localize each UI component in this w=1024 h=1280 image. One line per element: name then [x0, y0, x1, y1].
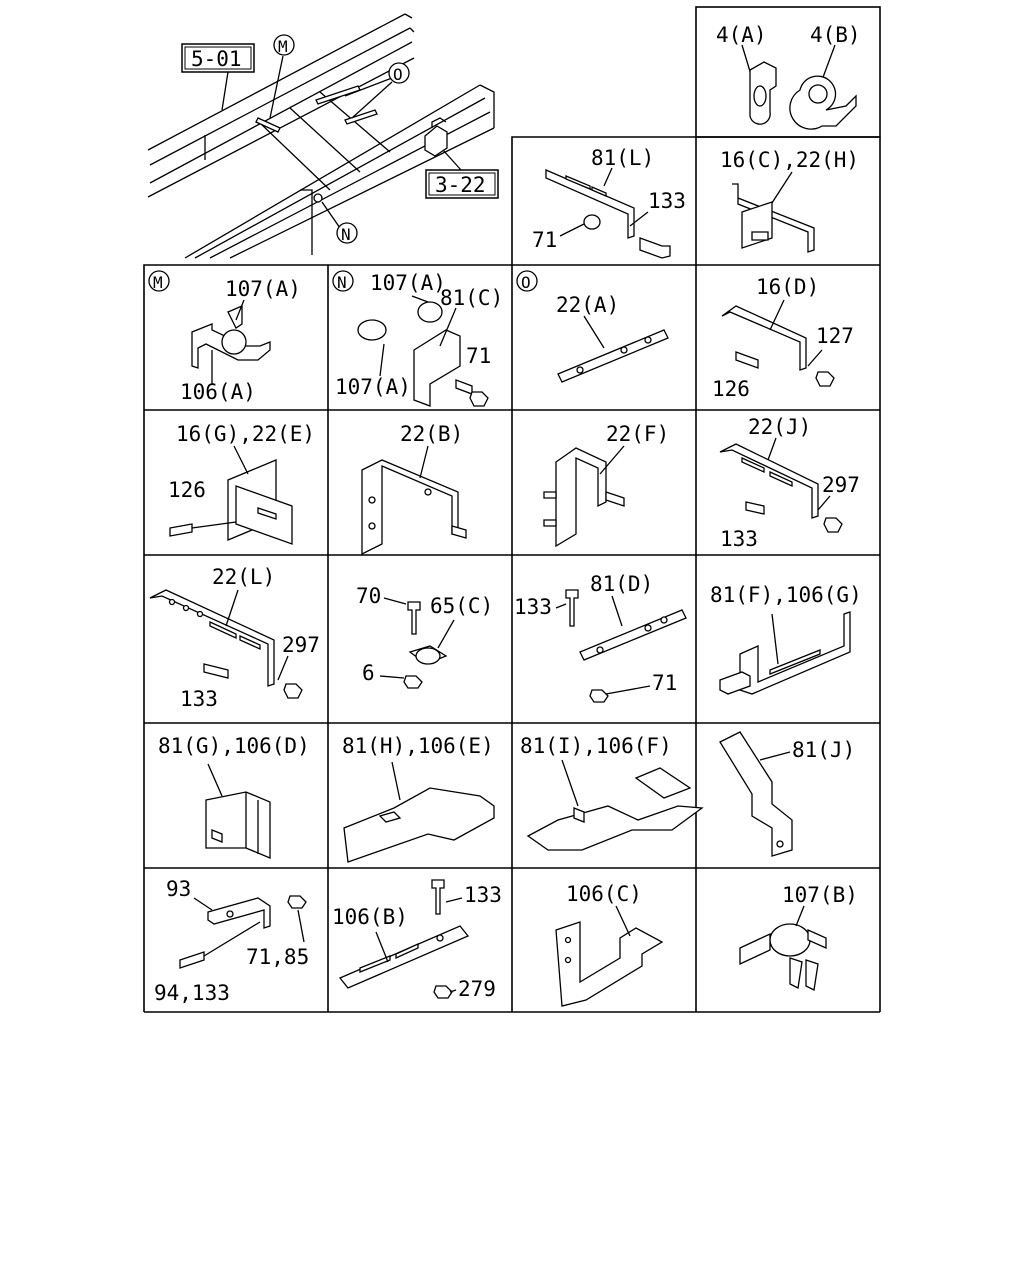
- label-81D-bolt: 133: [514, 595, 552, 619]
- label-93-nut: 71,85: [246, 945, 309, 969]
- label-81F: 81(F),106(G): [710, 583, 862, 607]
- label-93: 93: [166, 877, 191, 901]
- cell-M: M 107(A) 106(A): [148, 270, 301, 404]
- label-16D: 16(D): [756, 275, 819, 299]
- cell-N: N 107(A) 81(C) 71 107(A): [332, 270, 503, 407]
- cell-bracket-81L: 81(L) 133 71: [532, 146, 686, 259]
- label-22J: 22(J): [748, 415, 811, 439]
- label-22J-nut: 297: [822, 473, 860, 497]
- grid-lines: [143, 6, 881, 1013]
- label-106C: 106(C): [566, 882, 642, 906]
- frame-callouts: 5-01 3-22 M O N: [181, 34, 499, 244]
- label-81D: 81(D): [590, 572, 653, 596]
- label-81J: 81(J): [792, 738, 855, 762]
- label-n-bracket: 81(C): [440, 286, 503, 310]
- label-93-bolt: 94,133: [154, 981, 230, 1005]
- label-16D-bolt: 126: [712, 377, 750, 401]
- label-107B: 107(B): [782, 883, 858, 907]
- cell-clips-4: 4(A) 4(B): [716, 23, 861, 130]
- label-81L-washer: 71: [532, 228, 557, 252]
- label-16D-nut: 127: [816, 324, 854, 348]
- cell-o-marker: O: [521, 273, 531, 292]
- label-16G-bolt: 126: [168, 478, 206, 502]
- cell-bracket-16C: 16(C),22(H): [720, 148, 859, 253]
- label-81L: 81(L): [591, 146, 654, 170]
- label-22J-bolt: 133: [720, 527, 758, 551]
- label-4a: 4(A): [716, 23, 767, 47]
- label-81G: 81(G),106(D): [158, 734, 310, 758]
- cell-bracket-106B: 106(B) 133 279: [332, 879, 502, 1001]
- cell-bracket-22B: 22(B): [361, 422, 467, 556]
- ref-frame-label: 5-01: [191, 47, 242, 71]
- label-22L-nut: 297: [282, 633, 320, 657]
- cell-n-marker: N: [337, 273, 347, 292]
- label-106B: 106(B): [332, 905, 408, 929]
- label-22L-bolt: 133: [180, 687, 218, 711]
- marker-m: M: [278, 37, 288, 56]
- label-n-clip-left: 107(A): [335, 375, 411, 399]
- label-81D-nut: 71: [652, 671, 677, 695]
- label-n-nut: 71: [466, 344, 491, 368]
- label-106B-bolt: 133: [464, 883, 502, 907]
- label-22B: 22(B): [400, 422, 463, 446]
- label-16C: 16(C),22(H): [720, 148, 859, 172]
- label-m-bracket: 106(A): [180, 380, 256, 404]
- cell-bracket-106C: 106(C): [555, 882, 664, 1007]
- cell-bracket-22J: 22(J) 297 133: [719, 415, 860, 551]
- ref-bracket-label: 3-22: [435, 173, 486, 197]
- label-65C-nut: 6: [362, 661, 375, 685]
- cell-bracket-93: 93 71,85 94,133: [154, 877, 309, 1005]
- cell-bracket-81H: 81(H),106(E): [342, 734, 495, 863]
- label-65C-bolt: 70: [356, 584, 381, 608]
- cell-bracket-22F: 22(F): [543, 422, 669, 548]
- label-81L-bolt: 133: [648, 189, 686, 213]
- cell-bracket-16G: 16(G),22(E) 126: [168, 422, 315, 545]
- label-22A: 22(A): [556, 293, 619, 317]
- label-81H: 81(H),106(E): [342, 734, 494, 758]
- label-n-clip-top: 107(A): [370, 271, 446, 295]
- cell-clip-107B: 107(B): [739, 883, 858, 991]
- cell-clip-65C: 70 65(C) 6: [356, 584, 493, 689]
- label-4b: 4(B): [810, 23, 861, 47]
- cell-bracket-16D: 16(D) 127 126: [712, 275, 854, 401]
- label-22F: 22(F): [606, 422, 669, 446]
- cell-bracket-81G: 81(G),106(D): [158, 734, 310, 859]
- frame-overview: [147, 13, 495, 259]
- cell-bracket-81F: 81(F),106(G): [710, 583, 862, 695]
- cell-bracket-81I: 81(I),106(F): [520, 734, 704, 851]
- label-65C-clip: 65(C): [430, 594, 493, 618]
- cell-bracket-81J: 81(J): [719, 731, 855, 857]
- label-106B-nut: 279: [458, 977, 496, 1001]
- label-81I: 81(I),106(F): [520, 734, 672, 758]
- label-22L: 22(L): [212, 565, 275, 589]
- cell-O: O 22(A): [516, 270, 669, 383]
- cell-bracket-81D: 133 81(D) 71: [514, 572, 687, 703]
- marker-n: N: [341, 225, 351, 244]
- label-16G: 16(G),22(E): [176, 422, 315, 446]
- label-m-clip: 107(A): [225, 277, 301, 301]
- cell-m-marker: M: [153, 273, 163, 292]
- marker-o: O: [393, 65, 403, 84]
- cell-bracket-22L: 22(L) 297 133: [149, 565, 320, 711]
